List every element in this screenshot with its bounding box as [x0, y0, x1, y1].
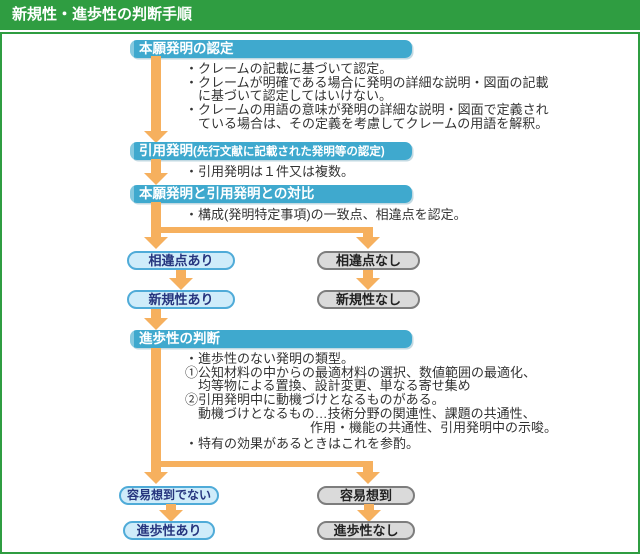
- note-line: ている場合は、その定義を考慮してクレームの用語を解釈。: [198, 115, 549, 131]
- outcome-inventive-step-no: 進歩性なし: [317, 521, 415, 540]
- outcome-differences-yes: 相違点あり: [127, 251, 235, 270]
- title-bar: 新規性・進歩性の判断手順: [0, 0, 640, 30]
- step-label: 本願発明と引用発明との対比: [139, 186, 315, 201]
- note-line: ・クレームの用語の意味が発明の詳細な説明・図面で定義され: [185, 102, 549, 118]
- arrow-down: [151, 202, 161, 238]
- step-label: 進歩性の判断: [139, 331, 220, 346]
- arrow-down: [176, 270, 186, 279]
- step4-notes: ・進歩性のない発明の類型。 ①公知材料の中からの最適材料の選択、数値範囲の最適化…: [185, 352, 557, 451]
- note-line: ・進歩性のない発明の類型。: [185, 351, 355, 366]
- arrow-down: [363, 227, 373, 238]
- step-label-paren: (先行文献に記載された発明等の認定): [193, 146, 385, 158]
- note-line: 動機づけとなるもの…技術分野の関連性、課題の共通性、: [198, 405, 536, 421]
- arrow-down: [151, 56, 161, 132]
- arrow-down-head: [144, 237, 168, 249]
- step-label: 本願発明の認定: [139, 41, 234, 56]
- arrow-down-head: [144, 131, 168, 143]
- outcome-not-easily-conceived: 容易想到でない: [119, 486, 219, 505]
- arrow-down-head: [357, 510, 381, 522]
- note-line: ・特有の効果があるときはこれを参酌。: [185, 436, 420, 452]
- branch-connector: [151, 461, 373, 467]
- note-line: 均等物による置換、設計変更、単なる寄せ集め: [198, 378, 471, 394]
- note-line: に基づいて認定してはいけない。: [198, 88, 392, 104]
- arrow-down: [151, 309, 161, 319]
- arrow-down-head: [356, 472, 380, 484]
- step-box-claimed-invention: 本願発明の認定: [130, 40, 412, 58]
- step1-notes: ・クレームの記載に基づいて認定。 ・クレームが明確である場合に発明の詳細な説明・…: [185, 62, 549, 131]
- arrow-down-head: [356, 237, 380, 249]
- arrow-down: [363, 270, 373, 279]
- step-box-cited-invention: 引用発明(先行文献に記載された発明等の認定): [130, 142, 412, 160]
- arrow-down-head: [144, 173, 168, 185]
- outcome-inventive-step-yes: 進歩性あり: [123, 521, 215, 540]
- arrow-down-head: [356, 278, 380, 290]
- note-line: ・構成(発明特定事項)の一致点、相違点を認定。: [185, 207, 467, 222]
- step-box-comparison: 本願発明と引用発明との対比: [130, 185, 412, 203]
- note-line: ・クレームの記載に基づいて認定。: [185, 61, 393, 76]
- page-title: 新規性・進歩性の判断手順: [12, 6, 193, 23]
- note-line: ①公知材料の中からの最適材料の選択、数値範囲の最適化、: [185, 364, 537, 380]
- arrow-down: [166, 504, 176, 511]
- note-line: ・引用発明は１件又は複数。: [185, 164, 355, 179]
- arrow-down-head: [169, 278, 193, 290]
- arrow-down: [151, 348, 161, 472]
- outcome-easily-conceived: 容易想到: [317, 486, 415, 505]
- note-line: ②引用発明中に動機づけとなるものがある。: [185, 392, 445, 408]
- step-box-inventive-step: 進歩性の判断: [130, 330, 412, 348]
- branch-connector: [151, 227, 373, 233]
- outcome-novelty-yes: 新規性あり: [127, 290, 235, 309]
- arrow-down: [363, 461, 373, 472]
- arrow-down-head: [159, 510, 183, 522]
- arrow-down-head: [144, 472, 168, 484]
- outcome-novelty-no: 新規性なし: [317, 290, 420, 309]
- step2-notes: ・引用発明は１件又は複数。: [185, 165, 354, 179]
- step-label: 引用発明: [139, 143, 193, 158]
- note-line: 作用・機能の共通性、引用発明中の示唆。: [310, 419, 558, 435]
- outcome-differences-no: 相違点なし: [317, 251, 420, 270]
- arrow-down: [151, 159, 161, 174]
- arrow-down: [364, 504, 374, 511]
- note-line: ・クレームが明確である場合に発明の詳細な説明・図面の記載: [185, 74, 549, 90]
- arrow-down-head: [144, 318, 168, 330]
- step3-notes: ・構成(発明特定事項)の一致点、相違点を認定。: [185, 208, 467, 222]
